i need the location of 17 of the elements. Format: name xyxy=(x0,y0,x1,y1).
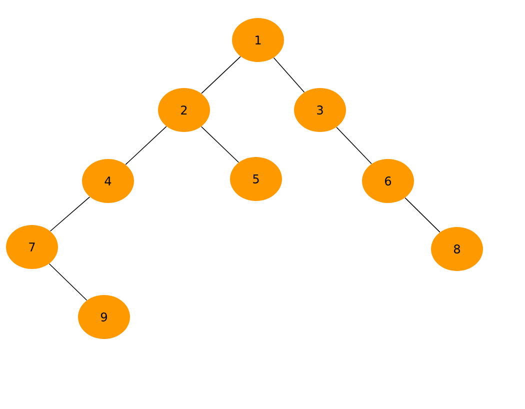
tree-edge xyxy=(125,126,167,165)
tree-edge xyxy=(48,263,88,301)
tree-node: 1 xyxy=(232,18,284,62)
tree-node: 8 xyxy=(431,227,483,271)
tree-node: 5 xyxy=(230,157,282,201)
tree-node: 9 xyxy=(78,295,130,339)
tree-edge xyxy=(200,126,240,163)
tree-edge xyxy=(273,57,305,93)
tree-edge xyxy=(50,196,90,232)
tree-node: 3 xyxy=(294,88,346,132)
tree-node: 2 xyxy=(158,88,210,132)
tree-node: 4 xyxy=(82,159,134,203)
tree-node: 7 xyxy=(6,225,58,269)
tree-node: 6 xyxy=(362,159,414,203)
tree-edge xyxy=(336,126,372,164)
tree-edge xyxy=(404,197,440,233)
tree-edge xyxy=(201,56,241,94)
